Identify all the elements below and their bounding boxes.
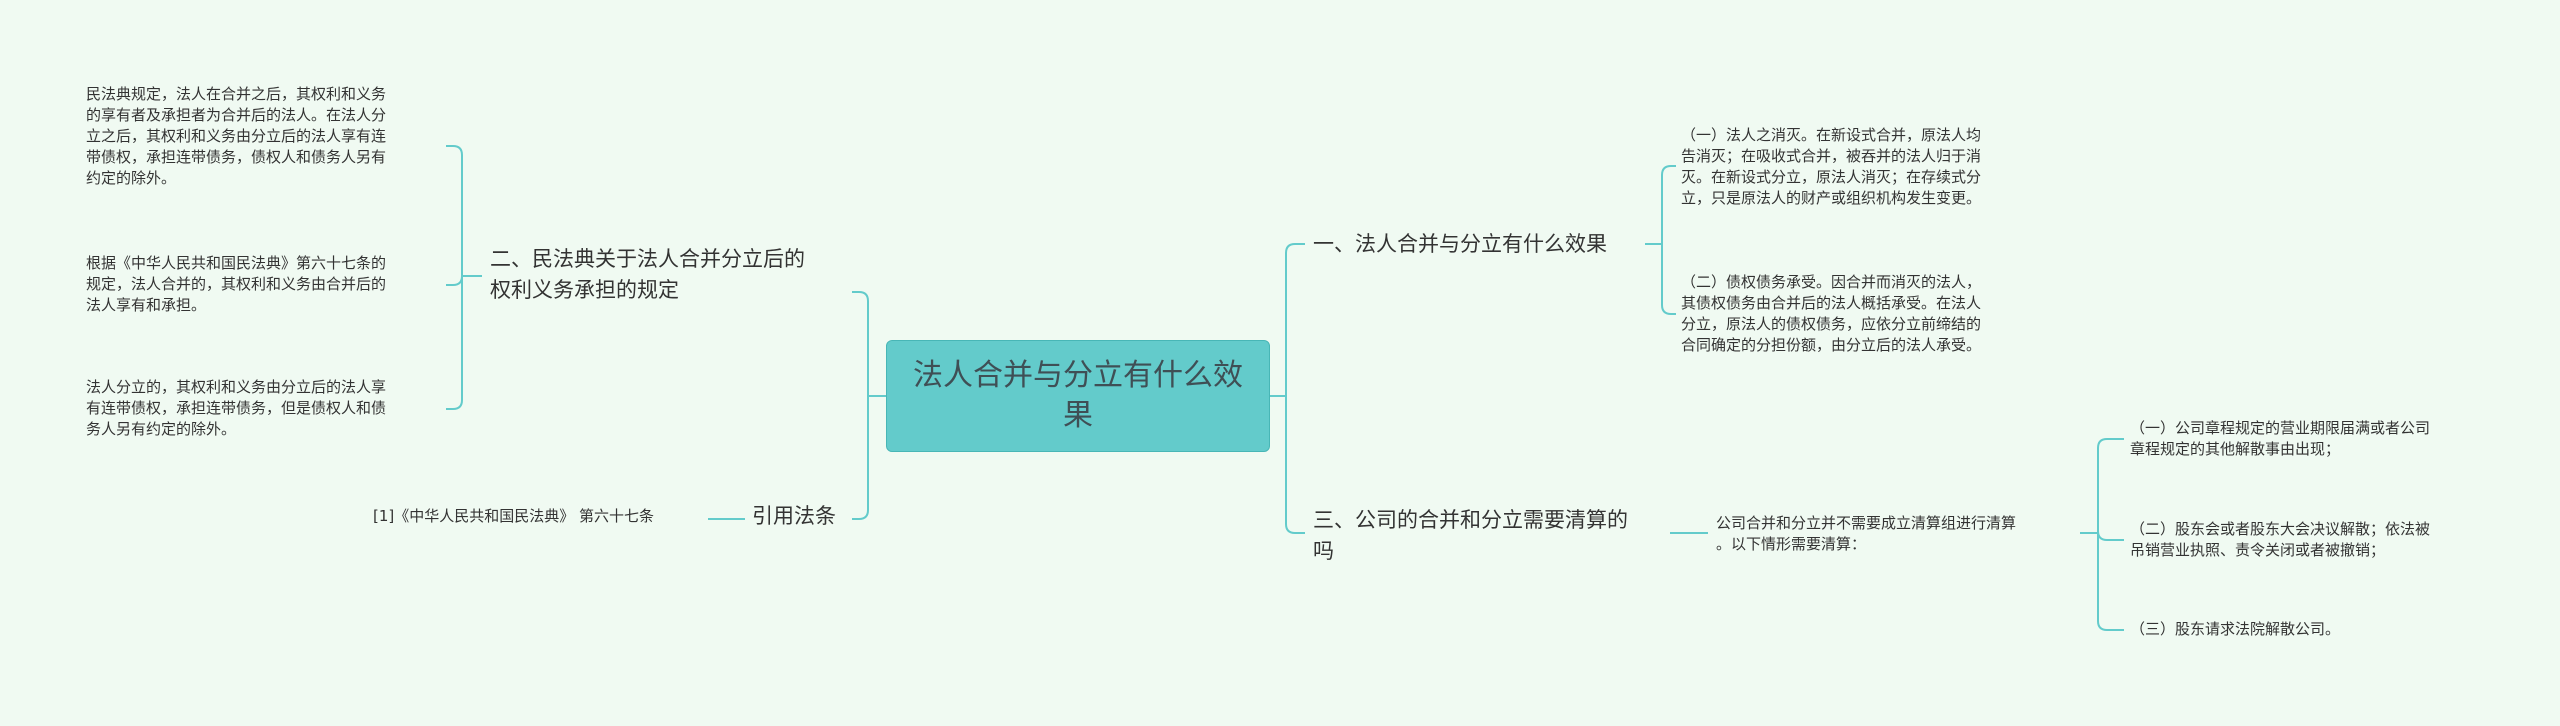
liquidation-branch — [2097, 438, 2124, 533]
root-right-branch — [1285, 243, 1305, 396]
leaf-shareholder-resolution[interactable]: （二）股东会或者股东大会决议解散；依法被 吊销营业执照、责令关闭或者被撤销； — [2130, 520, 2431, 559]
root-topic[interactable]: 法人合并与分立有什么效果 — [886, 340, 1270, 452]
topic-civil-code-rights[interactable]: 二、民法典关于法人合并分立后的 权利义务承担的规定 — [490, 247, 805, 302]
root-right-branch — [1285, 396, 1305, 534]
topic-merger-effects[interactable]: 一、法人合并与分立有什么效果 — [1313, 232, 1607, 256]
root-left-branch — [852, 396, 869, 520]
topic-cited-law[interactable]: 引用法条 — [752, 504, 836, 528]
leaf-court-dissolution[interactable]: （三）股东请求法院解散公司。 — [2130, 620, 2341, 638]
root-left-branch — [852, 291, 869, 396]
leaf-citation-article-67[interactable]: [1]《中华人民共和国民法典》 第六十七条 — [373, 507, 655, 525]
leaf-article-67-merger[interactable]: 根据《中华人民共和国民法典》第六十七条的 规定，法人合并的，其权利和义务由合并后… — [86, 254, 387, 314]
civil-code-branch — [446, 145, 463, 276]
leaf-extinction-of-legal-person[interactable]: （一）法人之消灭。在新设式合并，原法人均 告消灭；在吸收式合并，被吞并的法人归于… — [1681, 126, 1982, 207]
merger-effects-branch — [1661, 165, 1676, 244]
liquidation-branch — [2097, 533, 2124, 631]
civil-code-branch — [446, 275, 463, 286]
topic-liquidation-needed[interactable]: 三、公司的合并和分立需要清算的 吗 — [1313, 508, 1628, 563]
leaf-debt-succession[interactable]: （二）债权债务承受。因合并而消灭的法人， 其债权债务由合并后的法人概括承受。在法… — [1681, 273, 1982, 354]
liquidation-branch — [2097, 530, 2124, 541]
leaf-division-rights[interactable]: 法人分立的，其权利和义务由分立后的法人享 有连带债权，承担连带债务，但是债权人和… — [86, 378, 387, 438]
leaf-merger-rights-rule[interactable]: 民法典规定，法人在合并之后，其权利和义务 的享有者及承担者为合并后的法人。在法人… — [86, 85, 387, 187]
civil-code-branch — [446, 276, 463, 410]
leaf-term-expired[interactable]: （一）公司章程规定的营业期限届满或者公司 章程规定的其他解散事由出现； — [2130, 419, 2431, 458]
mid-no-liquidation-required[interactable]: 公司合并和分立并不需要成立清算组进行清算 。以下情形需要清算： — [1716, 514, 2017, 553]
merger-effects-branch — [1661, 244, 1676, 315]
